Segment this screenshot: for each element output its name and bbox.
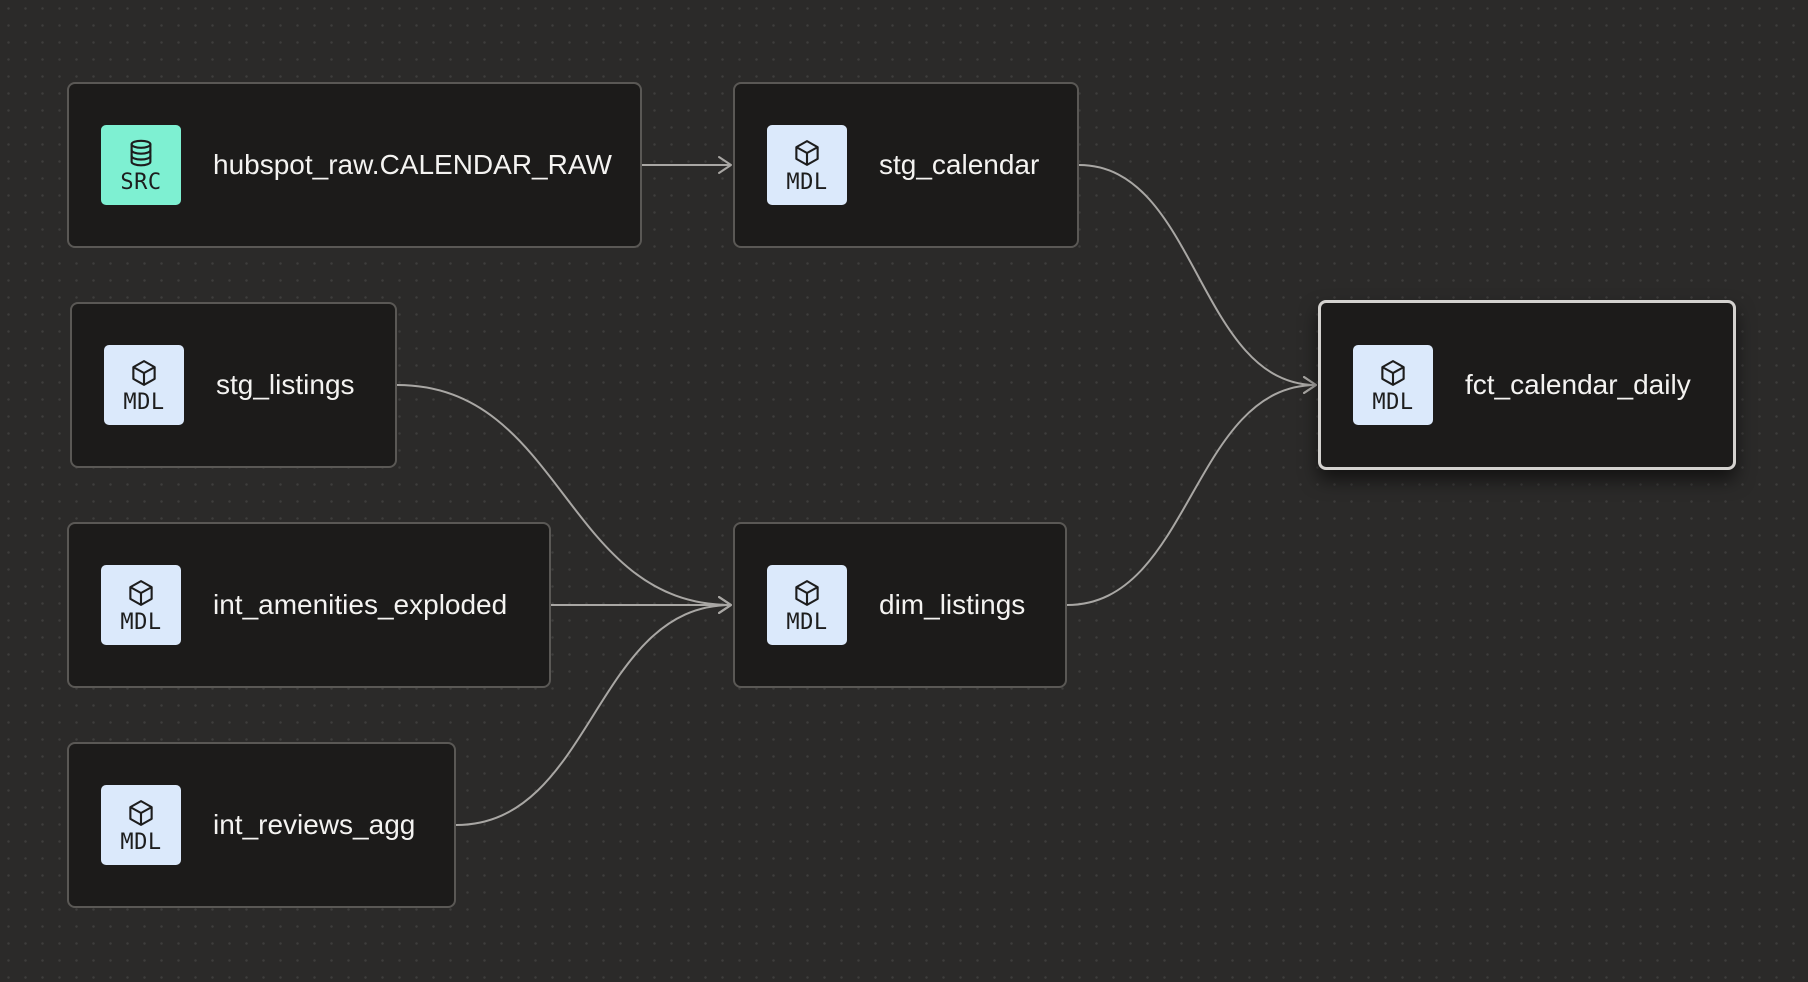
cube-icon bbox=[1381, 359, 1405, 386]
edge-arrowhead bbox=[1303, 376, 1317, 394]
cube-icon bbox=[132, 359, 156, 386]
node-label: hubspot_raw.CALENDAR_RAW bbox=[213, 149, 612, 180]
cube-icon bbox=[795, 139, 819, 166]
node-fct-calendar-daily[interactable]: MDL fct_calendar_daily bbox=[1318, 300, 1736, 470]
edge-arrowhead bbox=[718, 596, 732, 614]
node-dim-listings[interactable]: MDL dim_listings bbox=[733, 522, 1067, 688]
node-label: dim_listings bbox=[879, 589, 1026, 620]
node-stg-listings[interactable]: MDL stg_listings bbox=[70, 302, 397, 468]
node-stg-calendar[interactable]: MDL stg_calendar bbox=[733, 82, 1079, 248]
node-label: int_amenities_exploded bbox=[213, 589, 508, 620]
model-badge: MDL bbox=[101, 565, 181, 645]
node-kind-label: MDL bbox=[786, 169, 828, 195]
edge-stg_calendar-to-fct_calendar_daily bbox=[1078, 164, 1317, 386]
edge-dim_listings-to-fct_calendar_daily bbox=[1066, 384, 1317, 606]
cube-icon bbox=[795, 579, 819, 606]
node-int-amenities-exploded[interactable]: MDL int_amenities_exploded bbox=[67, 522, 551, 688]
model-badge: MDL bbox=[104, 345, 184, 425]
model-badge: MDL bbox=[101, 785, 181, 865]
model-badge: MDL bbox=[1353, 345, 1433, 425]
node-int-reviews-agg[interactable]: MDL int_reviews_agg bbox=[67, 742, 456, 908]
node-label: fct_calendar_daily bbox=[1465, 369, 1691, 400]
node-label: int_reviews_agg bbox=[213, 809, 416, 840]
edge-arrowhead bbox=[718, 156, 732, 174]
edge-arrowhead bbox=[1303, 376, 1317, 394]
cube-icon bbox=[129, 799, 153, 826]
model-badge: MDL bbox=[767, 125, 847, 205]
node-kind-label: MDL bbox=[123, 389, 165, 415]
node-kind-label: MDL bbox=[1372, 389, 1414, 415]
node-kind-label: MDL bbox=[120, 829, 162, 855]
source-badge: SRC bbox=[101, 125, 181, 205]
node-kind-label: MDL bbox=[786, 609, 828, 635]
edge-arrowhead bbox=[718, 596, 732, 614]
edge-arrowhead bbox=[718, 596, 732, 614]
node-hubspot-raw-calendar-raw[interactable]: SRC hubspot_raw.CALENDAR_RAW bbox=[67, 82, 642, 248]
node-label: stg_calendar bbox=[879, 149, 1040, 180]
node-kind-label: SRC bbox=[120, 169, 162, 195]
cube-icon bbox=[129, 579, 153, 606]
node-label: stg_listings bbox=[216, 369, 355, 400]
model-badge: MDL bbox=[767, 565, 847, 645]
database-icon bbox=[130, 139, 152, 166]
node-kind-label: MDL bbox=[120, 609, 162, 635]
